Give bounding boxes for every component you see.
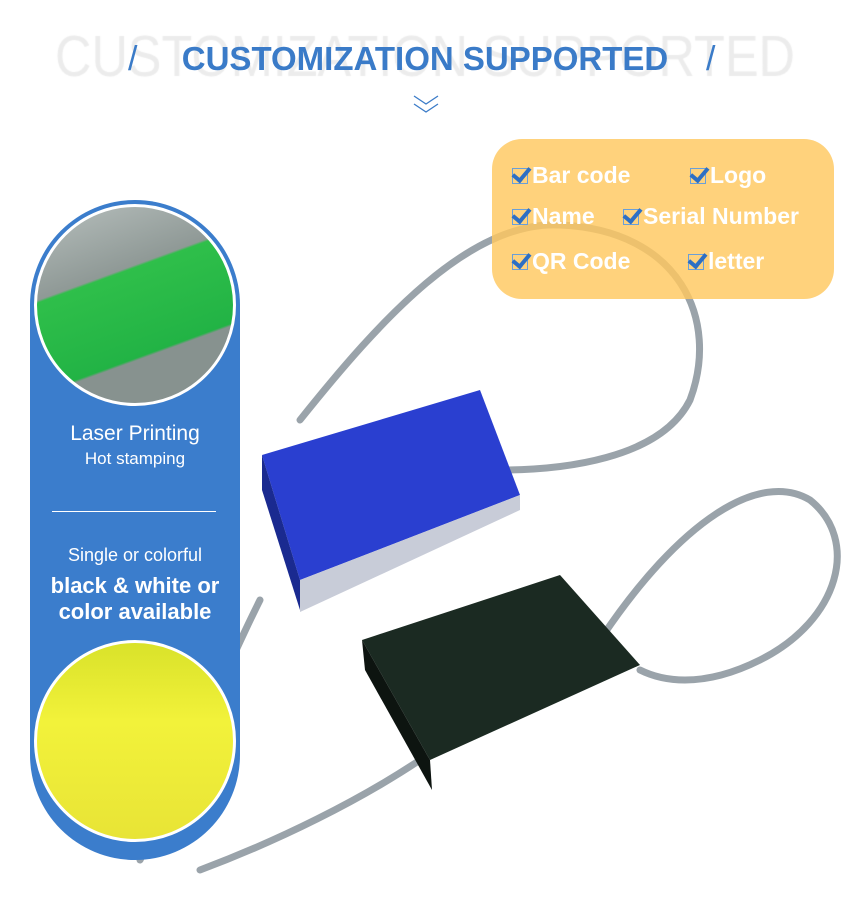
checkbox-checked-icon bbox=[512, 209, 528, 225]
panel-line-1: Single or colorful bbox=[67, 545, 203, 565]
slash-left: / bbox=[128, 40, 138, 78]
panel-line-3: color available bbox=[58, 599, 212, 624]
yellow-tags-color-print-photo bbox=[34, 640, 236, 842]
feature-name: Name bbox=[512, 203, 595, 229]
cable-end bbox=[196, 756, 424, 874]
checkbox-checked-icon bbox=[512, 168, 528, 184]
divider bbox=[52, 511, 216, 512]
checkbox-checked-icon bbox=[690, 168, 706, 184]
checkbox-checked-icon bbox=[512, 254, 528, 270]
feature-letter: letter bbox=[688, 248, 764, 274]
double-chevron-down-icon bbox=[413, 95, 439, 113]
panel-heading: Laser Printing bbox=[70, 422, 200, 445]
feature-serial-number: Serial Number bbox=[623, 203, 799, 229]
green-tag-laser-print-photo bbox=[34, 204, 236, 406]
feature-logo: Logo bbox=[690, 162, 766, 188]
panel-subheading: Hot stamping bbox=[84, 449, 186, 468]
customization-features-box bbox=[492, 139, 834, 299]
panel-line-2: black & white or bbox=[50, 573, 220, 598]
black-cable-seal bbox=[362, 575, 640, 790]
slash-right: / bbox=[706, 40, 716, 78]
ghost-title-watermark bbox=[0, 0, 850, 100]
checkbox-checked-icon bbox=[688, 254, 704, 270]
page-title: CUSTOMIZATION SUPPORTED bbox=[181, 40, 669, 77]
feature-qr-code: QR Code bbox=[512, 248, 630, 274]
blue-cable-seal bbox=[262, 390, 520, 612]
checkbox-checked-icon bbox=[623, 209, 639, 225]
black-seal-cable-loop bbox=[596, 488, 841, 684]
feature-bar-code: Bar code bbox=[512, 162, 630, 188]
